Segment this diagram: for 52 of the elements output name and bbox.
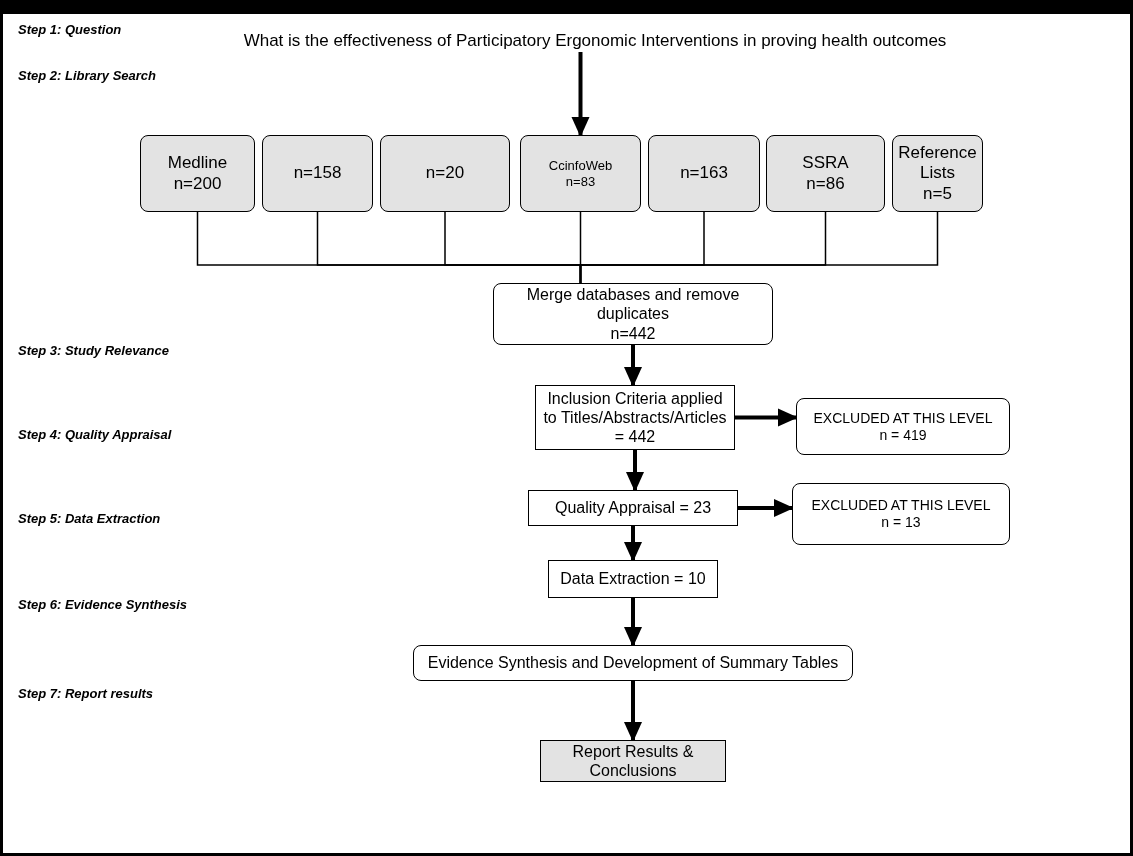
process-box [540, 740, 726, 782]
step-label: Step 5: Data Extraction [18, 511, 161, 526]
database-box [648, 135, 760, 212]
box-text: Evidence Synthesis and Development of Summary Tables [427, 653, 839, 673]
process-box [413, 645, 853, 681]
database-box [262, 135, 373, 212]
process-box [535, 385, 735, 450]
arrow [738, 499, 794, 517]
database-box [520, 135, 641, 212]
box-text: Inclusion Criteria applied to Titles/Abstracts/Articles = 442 [542, 388, 728, 447]
arrow [624, 345, 642, 387]
step-label: Step 4: Quality Appraisal [18, 427, 172, 442]
box-text: Quality Appraisal = 23 [554, 498, 712, 518]
box-text: n=158 [293, 163, 342, 184]
connector-line [579, 211, 939, 284]
box-text: n=83 [565, 173, 596, 190]
box-text: CcinfoWeb [548, 157, 613, 174]
arrow [624, 598, 642, 647]
question-text: What is the effectiveness of Participatory Ergonomic Interventions in proving health outcomes [243, 30, 947, 52]
process-box [548, 560, 718, 598]
box-text: n=20 [425, 163, 465, 184]
process-box [528, 490, 738, 526]
arrow [626, 450, 644, 492]
box-text: Data Extraction = 10 [560, 569, 706, 589]
box-text: n=442 [610, 323, 656, 343]
process-box [493, 283, 773, 345]
box-text: n=86 [806, 173, 845, 194]
exclusion-box [796, 398, 1010, 455]
box-text: EXCLUDED AT THIS LEVEL [813, 409, 993, 427]
box-text: n = 419 [879, 426, 927, 444]
arrow [624, 681, 642, 742]
database-box [892, 135, 983, 212]
exclusion-box [792, 483, 1010, 545]
step-label: Step 6: Evidence Synthesis [18, 597, 188, 612]
arrow [571, 52, 590, 137]
box-text: SSRA [802, 153, 849, 174]
arrow [735, 408, 798, 427]
step-label: Step 1: Question [18, 22, 122, 37]
step-label: Step 3: Study Relevance [18, 343, 169, 358]
box-text: n=163 [680, 163, 728, 184]
box-text: n=200 [173, 173, 222, 194]
box-text: n=5 [923, 183, 952, 205]
database-box [380, 135, 510, 212]
database-box [140, 135, 255, 212]
database-box [766, 135, 885, 212]
step-label: Step 2: Library Search [18, 68, 156, 83]
box-text: n = 13 [881, 514, 921, 531]
box-text: Report Results & Conclusions [571, 741, 695, 781]
step-label: Step 7: Report results [18, 686, 154, 701]
box-text: EXCLUDED AT THIS LEVEL [811, 497, 991, 514]
box-text: Medline [167, 153, 228, 174]
arrow [624, 526, 642, 562]
